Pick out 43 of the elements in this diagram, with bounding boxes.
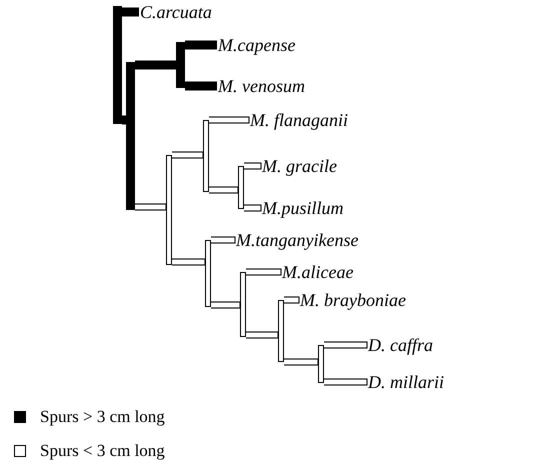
branch-line <box>208 116 250 124</box>
branch-node <box>126 62 135 210</box>
branch-line <box>324 378 368 386</box>
legend-text: Spurs < 3 cm long <box>40 440 165 462</box>
branch-line <box>208 186 238 194</box>
branch-line <box>122 116 126 124</box>
branch-node <box>278 300 284 362</box>
species-label: M.aliceae <box>282 261 354 284</box>
branch-line <box>185 82 217 90</box>
branch-line <box>172 152 204 158</box>
branch-line <box>135 60 176 70</box>
branch-line <box>284 358 318 366</box>
branch-line <box>246 332 278 338</box>
species-label: M. flanaganii <box>250 109 348 132</box>
species-label: M. venosum <box>218 75 305 98</box>
branch-node <box>203 120 209 192</box>
branch-line <box>210 302 240 308</box>
branch-line <box>210 236 236 244</box>
species-label: D. millarii <box>368 371 444 394</box>
branch-node <box>238 166 244 209</box>
branch-node <box>113 6 122 124</box>
branch-node <box>166 155 172 265</box>
branch-line <box>185 40 217 50</box>
branch-line <box>246 268 282 276</box>
species-label: M. gracile <box>262 155 337 178</box>
branch-node <box>176 42 185 88</box>
branch-line <box>244 204 262 212</box>
species-label: M.tanganyikense <box>236 229 358 252</box>
branch-line <box>244 162 262 170</box>
species-label: M.capense <box>218 34 296 57</box>
legend-text: Spurs > 3 cm long <box>40 406 165 428</box>
branch-node <box>205 240 211 307</box>
species-label: M. brayboniae <box>300 289 406 312</box>
species-label: M.pusillum <box>262 197 344 220</box>
branch-node <box>240 272 246 337</box>
species-label: D. caffra <box>368 334 433 357</box>
species-label: C.arcuata <box>140 1 212 24</box>
branch-line <box>172 258 206 266</box>
branch-line <box>134 204 166 210</box>
branch-line <box>284 296 300 304</box>
branch-line <box>324 342 368 348</box>
branch-line <box>122 8 139 16</box>
branch-node <box>318 345 324 383</box>
